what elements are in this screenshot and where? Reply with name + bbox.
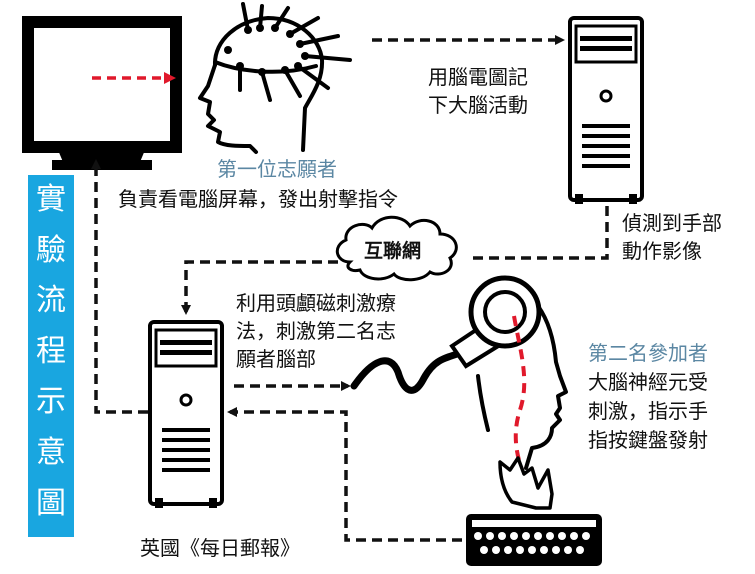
volunteer2-line2: 刺激，指示手 xyxy=(588,399,708,423)
tms-coil-icon xyxy=(449,275,542,369)
keyboard-icon xyxy=(466,514,602,566)
volunteer1-title: 第一位志願者 xyxy=(217,157,337,181)
eeg-electrodes xyxy=(224,24,309,76)
tms-text-line2: 法，刺激第二名志 xyxy=(236,319,396,343)
arrow-keyboard-to-computer2 xyxy=(227,407,462,542)
side-title-char: 驗 xyxy=(36,232,66,268)
tms-text-line3: 願者腦部 xyxy=(236,347,316,371)
side-title-char: 圖 xyxy=(36,485,66,521)
volunteer1-desc: 負責看電腦屏幕，發出射擊指令 xyxy=(118,187,398,211)
side-title-char: 流 xyxy=(36,283,66,319)
cloud-icon xyxy=(335,215,458,282)
monitor-icon xyxy=(22,16,182,170)
tms-cable xyxy=(350,342,482,394)
source-credit: 英國《每日郵報》 xyxy=(140,536,300,560)
volunteer2-title: 第二名參加者 xyxy=(588,341,708,365)
eeg-text-line1: 用腦電圖記 xyxy=(428,65,528,89)
computer-tower-icon xyxy=(148,320,224,508)
eeg-text-line2: 下大腦活動 xyxy=(428,93,528,117)
side-title-banner: 實 驗 流 程 示 意 圖 xyxy=(28,175,74,537)
side-title-char: 程 xyxy=(36,333,66,369)
side-title-char: 意 xyxy=(36,434,66,470)
side-title-char: 實 xyxy=(36,182,66,217)
detect-text-line2: 動作影像 xyxy=(622,239,702,263)
internet-label: 互聯網 xyxy=(364,240,422,262)
volunteer2-line1: 大腦神經元受 xyxy=(588,370,708,394)
detect-text-line1: 偵測到手部 xyxy=(622,211,722,235)
side-title-char: 示 xyxy=(36,384,66,420)
arrow-computer2-to-monitor xyxy=(91,159,148,414)
computer-tower-icon xyxy=(568,16,644,204)
head-profile-icon xyxy=(476,304,568,470)
tms-text-line1: 利用頭顱磁刺激療 xyxy=(236,291,396,315)
hand-icon xyxy=(498,456,554,510)
volunteer2-line3: 指按鍵盤發射 xyxy=(588,428,708,452)
arrow-computer-to-internet xyxy=(470,206,609,260)
arrow-internet-to-computer2 xyxy=(181,260,338,315)
